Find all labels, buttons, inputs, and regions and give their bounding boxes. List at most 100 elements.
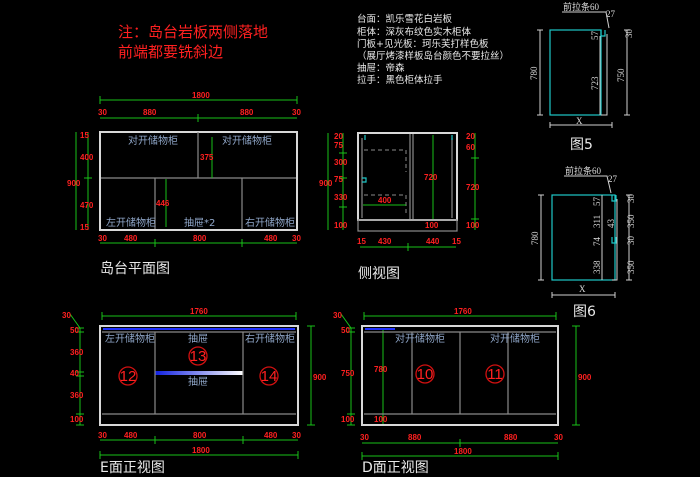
dim: 880 bbox=[504, 433, 518, 442]
dim: 780 bbox=[530, 231, 540, 245]
dim: 900 bbox=[313, 373, 327, 382]
dim: 350 bbox=[626, 260, 636, 274]
dim: 1760 bbox=[454, 307, 472, 316]
dim: 300 bbox=[334, 158, 348, 167]
part-number: 13 bbox=[190, 348, 207, 365]
spec-item: 台面：凯乐雪花白岩板 bbox=[357, 13, 453, 25]
fig6-title: 图6 bbox=[573, 304, 596, 320]
dim: 470 bbox=[80, 201, 94, 210]
note-line-2: 前端都要铣斜边 bbox=[118, 43, 223, 61]
dim: 800 bbox=[193, 431, 207, 440]
cabinet-label: 抽屉 bbox=[188, 332, 208, 345]
dim: 57 bbox=[592, 197, 602, 207]
dim: 900 bbox=[578, 373, 592, 382]
dim: 30 bbox=[554, 433, 563, 442]
dim: 15 bbox=[80, 131, 89, 140]
dim: 30 bbox=[98, 431, 107, 440]
dim: 30 bbox=[333, 311, 342, 320]
dim: 440 bbox=[426, 237, 440, 246]
dim: 400 bbox=[80, 153, 94, 162]
dim: 480 bbox=[264, 234, 278, 243]
dim: 360 bbox=[70, 348, 84, 357]
cabinet-label: 左开储物柜 bbox=[106, 216, 156, 229]
dim: 50 bbox=[341, 326, 350, 335]
dim: X bbox=[576, 116, 583, 126]
dim: 330 bbox=[334, 193, 348, 202]
dim: 30 bbox=[360, 433, 369, 442]
side-view: 900 20 75 300 75 330 100 20 60 720 100 4… bbox=[319, 132, 480, 282]
side-title: 侧视图 bbox=[358, 266, 400, 282]
dim: 1800 bbox=[192, 446, 210, 455]
callout: 前拉条60 bbox=[565, 165, 602, 176]
dim: 15 bbox=[80, 223, 89, 232]
dim: 750 bbox=[616, 68, 626, 82]
dim: 100 bbox=[334, 221, 348, 230]
dim: 720 bbox=[466, 183, 480, 192]
dim: 20 bbox=[466, 132, 475, 141]
note-line-1: 注：岛台岩板两侧落地 bbox=[118, 23, 268, 41]
dim: 430 bbox=[378, 237, 392, 246]
plan-title: 岛台平面图 bbox=[100, 261, 170, 277]
spec-item: 拉手：黑色柜体拉手 bbox=[357, 74, 443, 86]
plan-view: 1800 30 880 880 30 30 480 800 480 30 15 … bbox=[67, 91, 301, 277]
dim: 1800 bbox=[192, 91, 210, 100]
dim: 400 bbox=[378, 196, 392, 205]
e-view-title: E面正视图 bbox=[100, 460, 165, 476]
dim: 311 bbox=[592, 215, 602, 228]
dim: 780 bbox=[374, 365, 388, 374]
dim: 30 bbox=[292, 431, 301, 440]
callout: 前拉条60 bbox=[563, 1, 600, 12]
dim: X bbox=[579, 284, 586, 294]
dim: 43 bbox=[606, 219, 616, 229]
part-number: 14 bbox=[261, 368, 278, 385]
dim: 60 bbox=[466, 143, 475, 152]
dim: 100 bbox=[70, 415, 84, 424]
dim: 57 bbox=[590, 31, 600, 41]
dim: 15 bbox=[357, 237, 366, 246]
dim: 75 bbox=[334, 141, 343, 150]
dim: 338 bbox=[592, 260, 602, 274]
cabinet-label: 对开储物柜 bbox=[222, 134, 272, 147]
cabinet-label: 抽屉*2 bbox=[184, 216, 215, 229]
dim: 30 bbox=[62, 311, 71, 320]
spec-item: （展厅烤漆样板岛台颜色不要拉丝） bbox=[357, 50, 509, 62]
cabinet-label: 对开储物柜 bbox=[128, 134, 178, 147]
dim: 30 bbox=[626, 194, 636, 204]
part-number: 10 bbox=[417, 366, 434, 383]
cabinet-label: 右开储物柜 bbox=[245, 332, 295, 345]
dim: 74 bbox=[592, 237, 602, 247]
dim: 30 bbox=[98, 108, 107, 117]
dim: 100 bbox=[341, 415, 355, 424]
cabinet-label: 左开储物柜 bbox=[105, 332, 155, 345]
dim: 30 bbox=[626, 236, 636, 246]
cabinet-label: 抽屉 bbox=[188, 375, 208, 388]
dim: 1800 bbox=[454, 447, 472, 456]
dim: 880 bbox=[408, 433, 422, 442]
dim: 30 bbox=[292, 234, 301, 243]
dim: 100 bbox=[425, 221, 439, 230]
dim: 900 bbox=[67, 179, 81, 188]
d-front-view: 1760 30 50 750 100 780 100 900 30 880 88… bbox=[333, 307, 592, 476]
dim: 40 bbox=[70, 369, 79, 378]
fig5-title: 图5 bbox=[570, 137, 593, 153]
dim: 27 bbox=[608, 174, 618, 184]
spec-item: 门板+见光板：珂乐芙打样色板 bbox=[357, 38, 489, 50]
dim: 15 bbox=[452, 237, 461, 246]
cabinet-label: 对开储物柜 bbox=[395, 332, 445, 345]
dim: 800 bbox=[193, 234, 207, 243]
cabinet-label: 对开储物柜 bbox=[490, 332, 540, 345]
dim: 75 bbox=[334, 175, 343, 184]
dim: 20 bbox=[334, 132, 343, 141]
spec-item: 柜体：深灰布纹色实木柜体 bbox=[357, 26, 472, 38]
dim: 100 bbox=[374, 415, 388, 424]
part-number: 11 bbox=[487, 366, 503, 383]
dim: 27 bbox=[606, 9, 616, 19]
e-front-view: 1760 30 50 360 40 360 100 900 30 480 800… bbox=[62, 307, 327, 476]
dim: 30 bbox=[98, 234, 107, 243]
dim: 1760 bbox=[190, 307, 208, 316]
dim: 375 bbox=[200, 153, 214, 162]
dim: 480 bbox=[124, 234, 138, 243]
dim: 780 bbox=[529, 66, 539, 80]
dim: 30 bbox=[292, 108, 301, 117]
